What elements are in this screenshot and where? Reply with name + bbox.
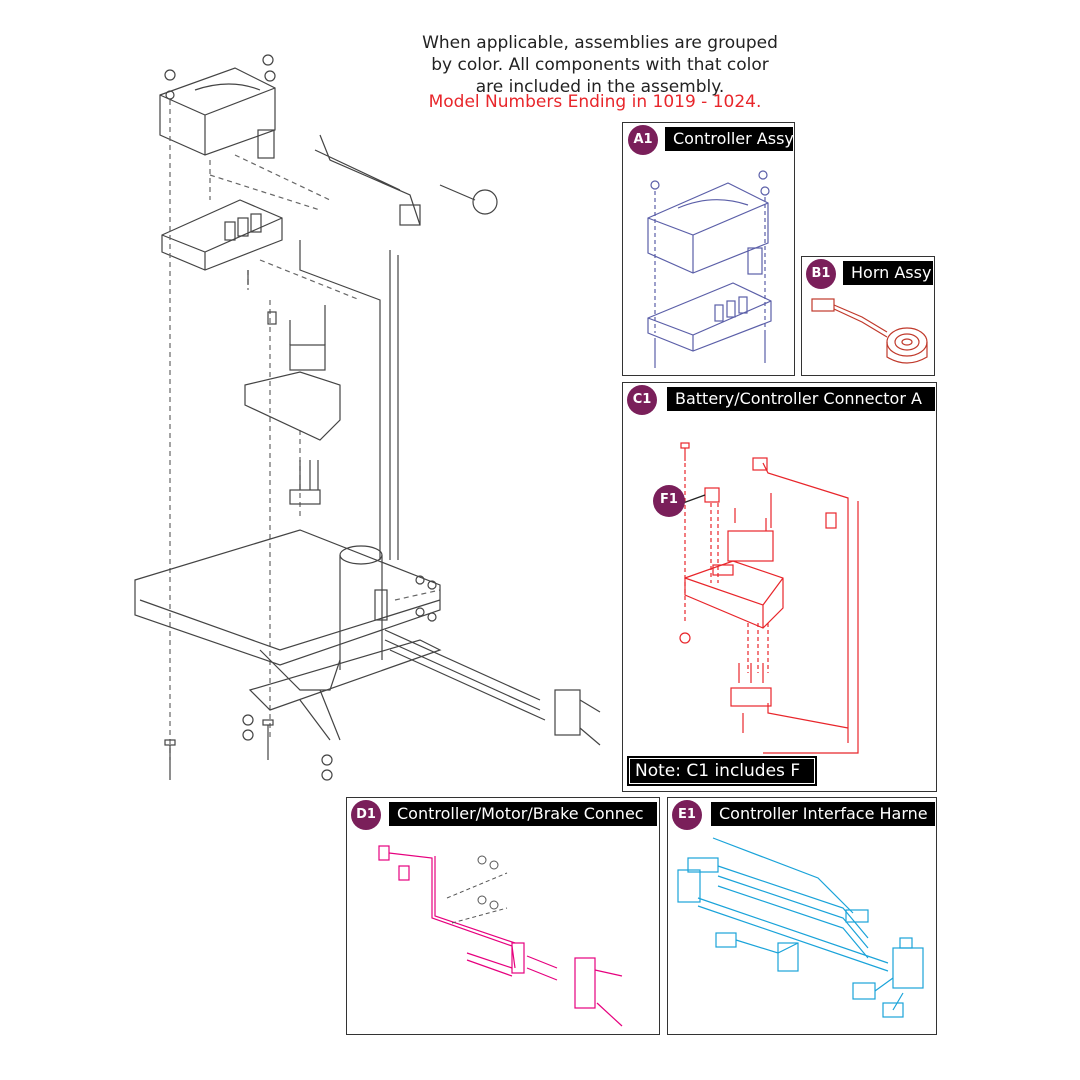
- title-b1: Horn Assy: [843, 261, 933, 285]
- callout-f1: F1: [653, 485, 685, 517]
- title-e1: Controller Interface Harne: [711, 802, 935, 826]
- grouping-note: When applicable, assemblies are grouped …: [380, 32, 820, 98]
- main-frame: [134, 529, 442, 711]
- c1-connector-drawing: [679, 442, 859, 754]
- title-d1: Controller/Motor/Brake Connec: [389, 802, 657, 826]
- badge-b1: B1: [806, 259, 836, 289]
- main-connector-block: [244, 371, 341, 441]
- title-c1: Battery/Controller Connector A: [667, 387, 935, 411]
- main-controller-base: [161, 199, 283, 271]
- b1-horn-drawing: [811, 298, 928, 364]
- badge-c1: C1: [627, 385, 657, 415]
- a1-controller-drawing: [647, 170, 772, 368]
- e1-harness-drawing: [677, 837, 924, 1018]
- panel-c1-battery-controller-connector: C1 Battery/Controller Connector A: [622, 382, 937, 792]
- model-numbers-note: Model Numbers Ending in 1019 - 1024.: [428, 92, 762, 112]
- panel-a1-controller-assy: A1 Controller Assy: [622, 122, 795, 376]
- c1-includes-note: Note: C1 includes F: [627, 756, 817, 786]
- main-controller-cover: [159, 67, 276, 156]
- badge-e1: E1: [672, 800, 702, 830]
- note-line-3: are included in the assembly.: [475, 77, 725, 97]
- d1-connector-drawing: [378, 845, 623, 1027]
- panel-d1-controller-motor-brake-connector: D1 Controller/Motor/Brake Connec: [346, 797, 660, 1035]
- note-line-2: by color. All components with that color: [431, 55, 769, 75]
- note-line-1: When applicable, assemblies are grouped: [422, 33, 778, 53]
- panel-e1-controller-interface-harness: E1 Controller Interface Harne: [667, 797, 937, 1035]
- main-wire-harness: [299, 134, 421, 560]
- badge-a1: A1: [628, 125, 658, 155]
- main-seat-post: [339, 555, 383, 670]
- badge-d1: D1: [351, 800, 381, 830]
- title-a1: Controller Assy: [665, 127, 793, 151]
- panel-b1-horn-assy: B1 Horn Assy: [801, 256, 935, 376]
